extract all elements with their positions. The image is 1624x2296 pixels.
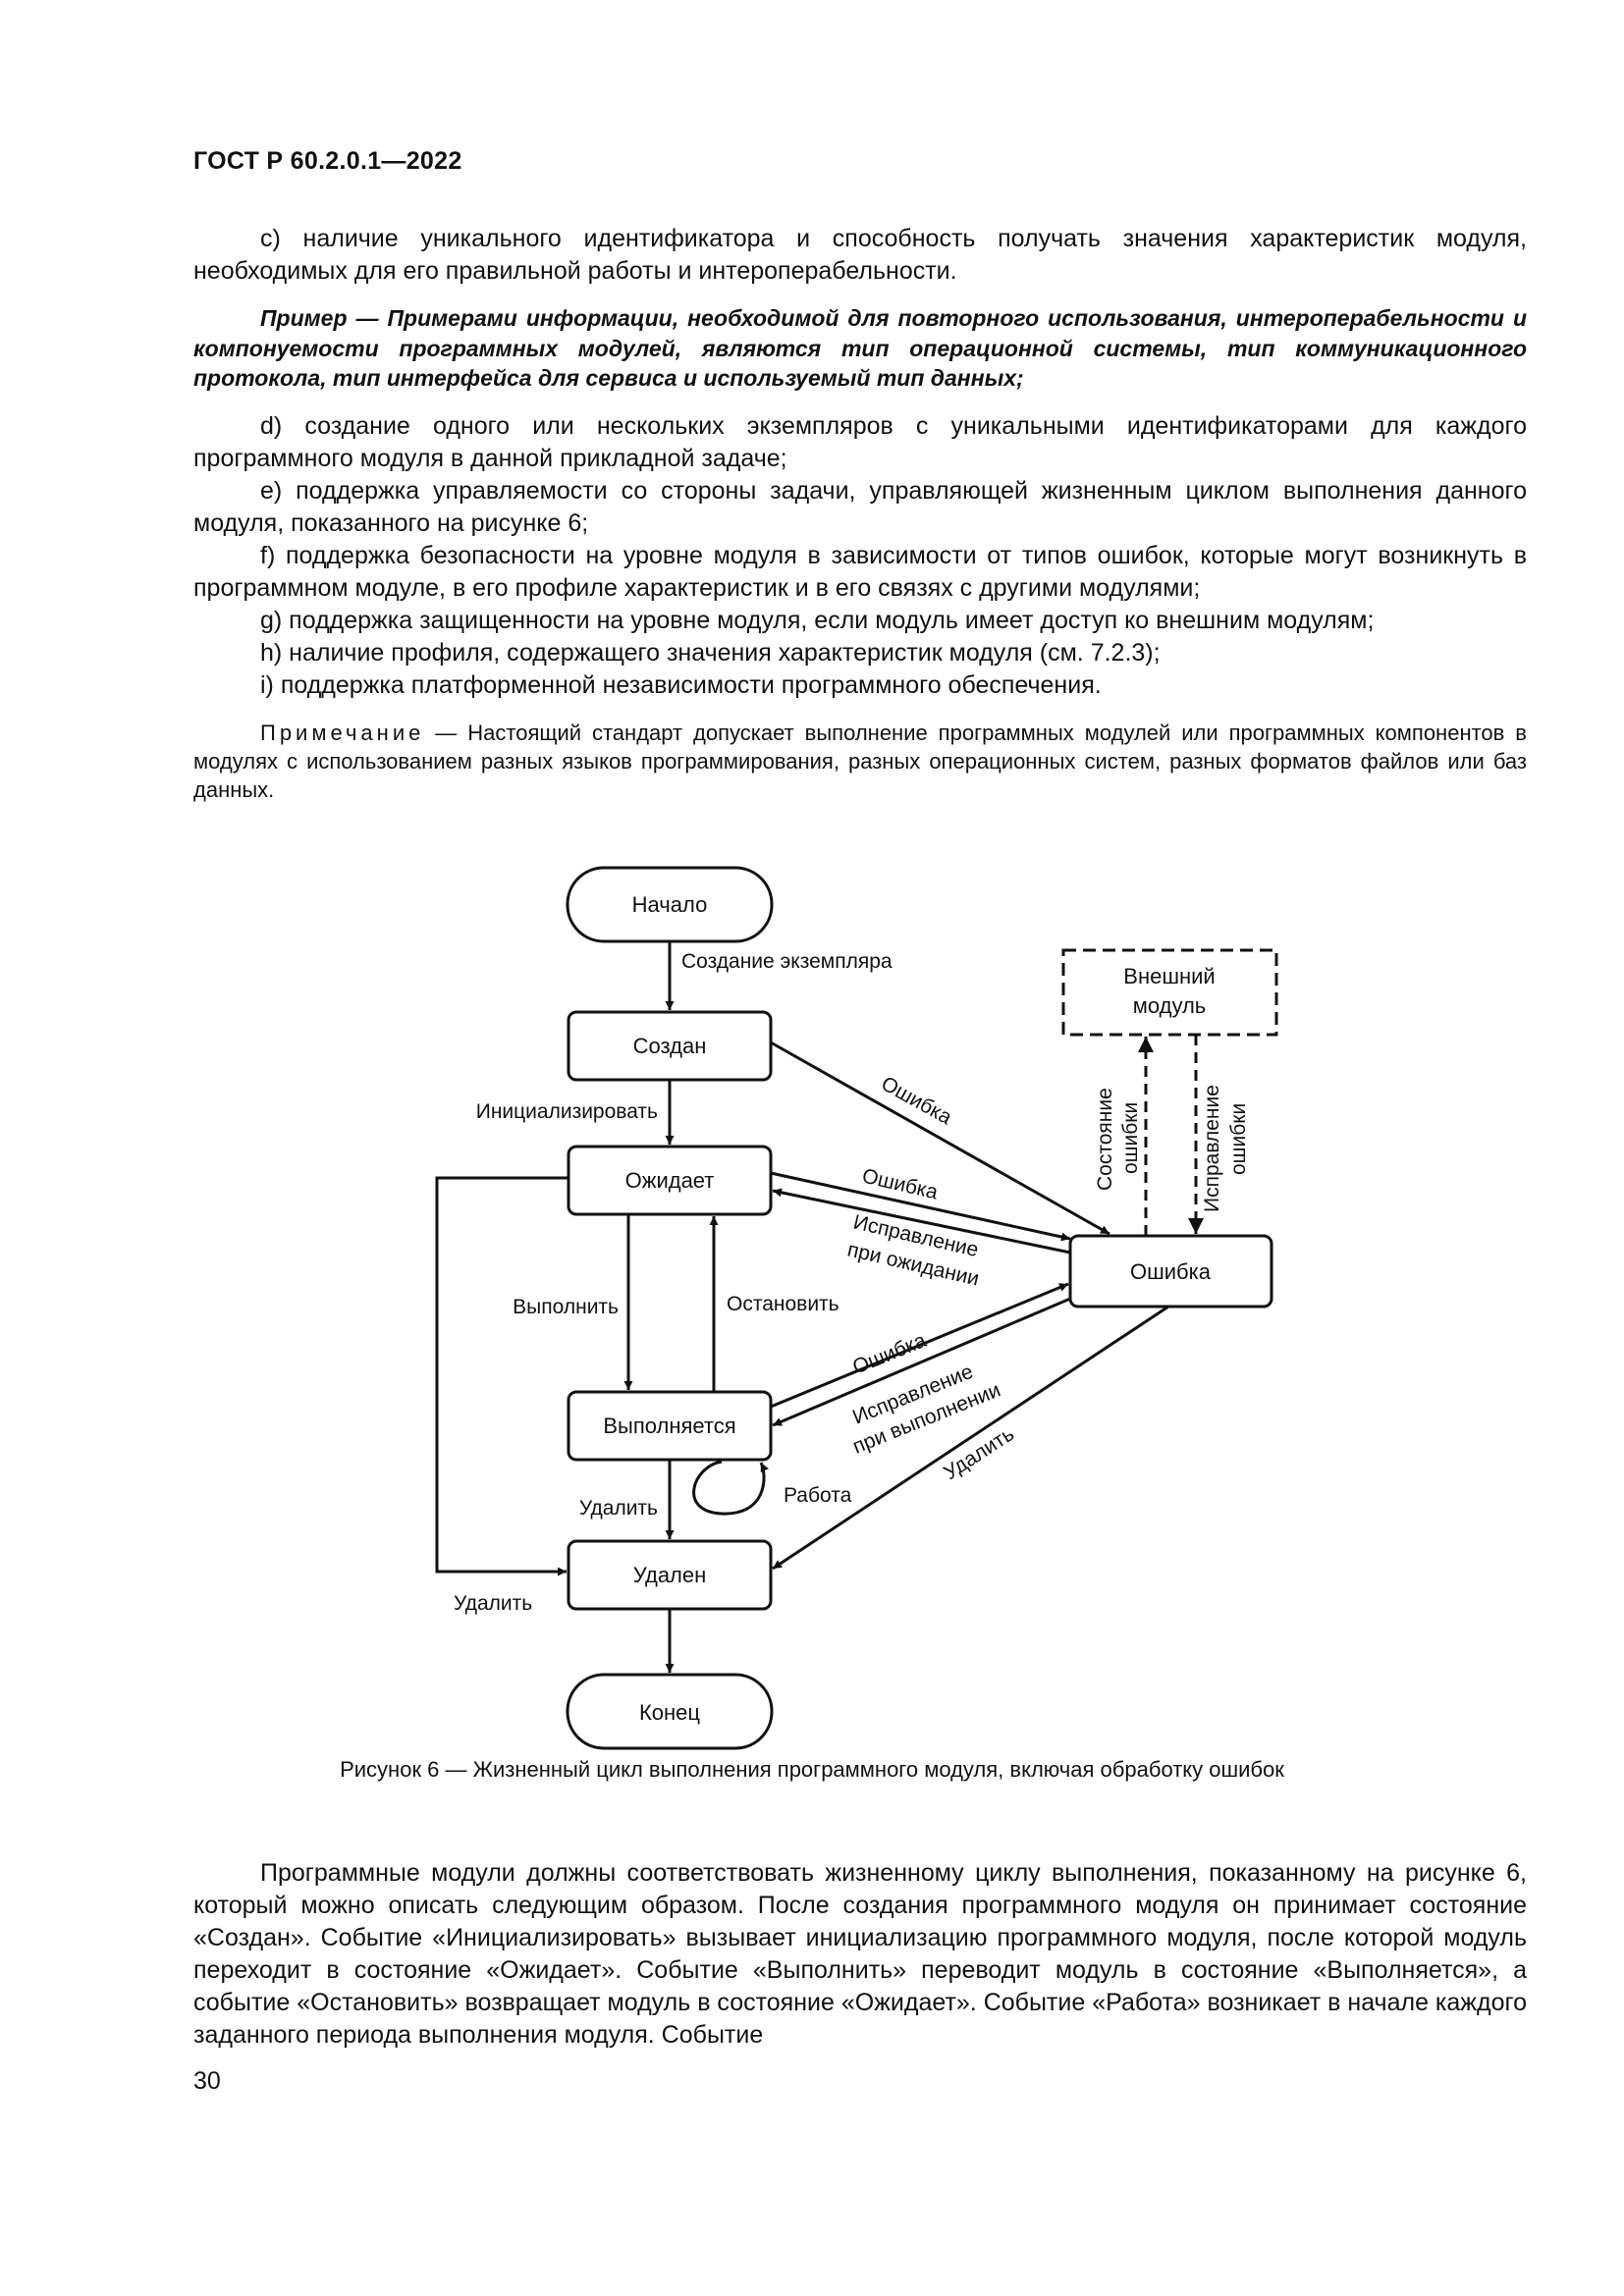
example-text: Пример — Примерами информации, необходим… — [193, 305, 1527, 391]
arrow-error-from-running — [770, 1282, 1069, 1409]
list-item-i: i) поддержка платформенной независимости… — [260, 671, 1102, 699]
list-item-h: h) наличие профиля, содержащего значения… — [260, 639, 1161, 667]
label-execute: Выполнить — [513, 1296, 619, 1318]
body-paragraph: Программные модули должны соответствоват… — [193, 1857, 1527, 2052]
list-item-d: d) создание одного или нескольких экземп… — [193, 412, 1527, 472]
arrow-fix-running — [772, 1297, 1071, 1427]
state-start-label: Начало — [632, 892, 708, 917]
label-stop: Остановить — [727, 1293, 839, 1315]
external-module-box — [1061, 948, 1278, 1037]
body-text: Программные модули должны соответствоват… — [193, 1859, 1527, 2049]
document-header: ГОСТ Р 60.2.0.1—2022 — [193, 147, 462, 175]
state-waiting — [567, 1145, 773, 1216]
label-error-running: Ошибка — [849, 1329, 929, 1379]
state-deleted-label: Удален — [633, 1563, 707, 1587]
list-item-f: f) поддержка безопасности на уровне моду… — [193, 542, 1527, 602]
arrow-work-loop — [692, 1460, 769, 1516]
label-create-instance: Создание экземпляра — [681, 950, 893, 973]
state-end — [566, 1673, 774, 1750]
page-number: 30 — [193, 2067, 221, 2095]
arrow-error-from-waiting — [770, 1171, 1071, 1242]
example-block: Пример — Примерами информации, необходим… — [193, 303, 1527, 394]
label-error-state-2: ошибки — [1119, 1102, 1142, 1174]
state-end-label: Конец — [639, 1700, 700, 1725]
figure-caption: Рисунок 6 — Жизненный цикл выполнения пр… — [340, 1757, 1284, 1782]
label-error-waiting: Ошибка — [860, 1164, 941, 1203]
state-created-label: Создан — [633, 1034, 707, 1058]
note-block: Примечание — Настоящий стандарт допускае… — [193, 719, 1527, 804]
state-error-label: Ошибка — [1130, 1259, 1212, 1284]
arrow-error-from-created — [770, 1041, 1110, 1236]
list-top: c) наличие уникального идентификатора и … — [193, 223, 1527, 288]
label-fix-1: Исправление — [1201, 1085, 1223, 1212]
external-module-line2: модуль — [1133, 993, 1207, 1018]
arrow-delete-error — [772, 1305, 1169, 1571]
state-error — [1068, 1234, 1273, 1308]
list-bottom: d) создание одного или нескольких экземп… — [193, 410, 1527, 702]
list-item-g: g) поддержка защищенности на уровне моду… — [260, 607, 1375, 634]
external-module-line1: Внешний — [1123, 964, 1215, 988]
label-delete-waiting: Удалить — [454, 1592, 532, 1615]
state-waiting-label: Ожидает — [625, 1168, 715, 1193]
label-initialize: Инициализировать — [476, 1100, 658, 1123]
list-item-e: e) поддержка управляемости со стороны за… — [193, 477, 1527, 537]
arrow-fix-waiting — [772, 1188, 1071, 1255]
label-error-created: Ошибка — [878, 1072, 956, 1129]
arrow-delete-waiting — [435, 1176, 568, 1576]
state-running-label: Выполняется — [603, 1414, 735, 1438]
label-work: Работа — [784, 1484, 852, 1507]
note-text: — Настоящий стандарт допускает выполнени… — [193, 721, 1527, 802]
label-delete-running: Удалить — [579, 1497, 658, 1520]
note-label: Примечание — [260, 721, 425, 745]
label-fix-2: ошибки — [1227, 1103, 1250, 1175]
list-item-c: c) наличие уникального идентификатора и … — [193, 225, 1527, 285]
label-error-state-1: Состояние — [1094, 1088, 1116, 1191]
